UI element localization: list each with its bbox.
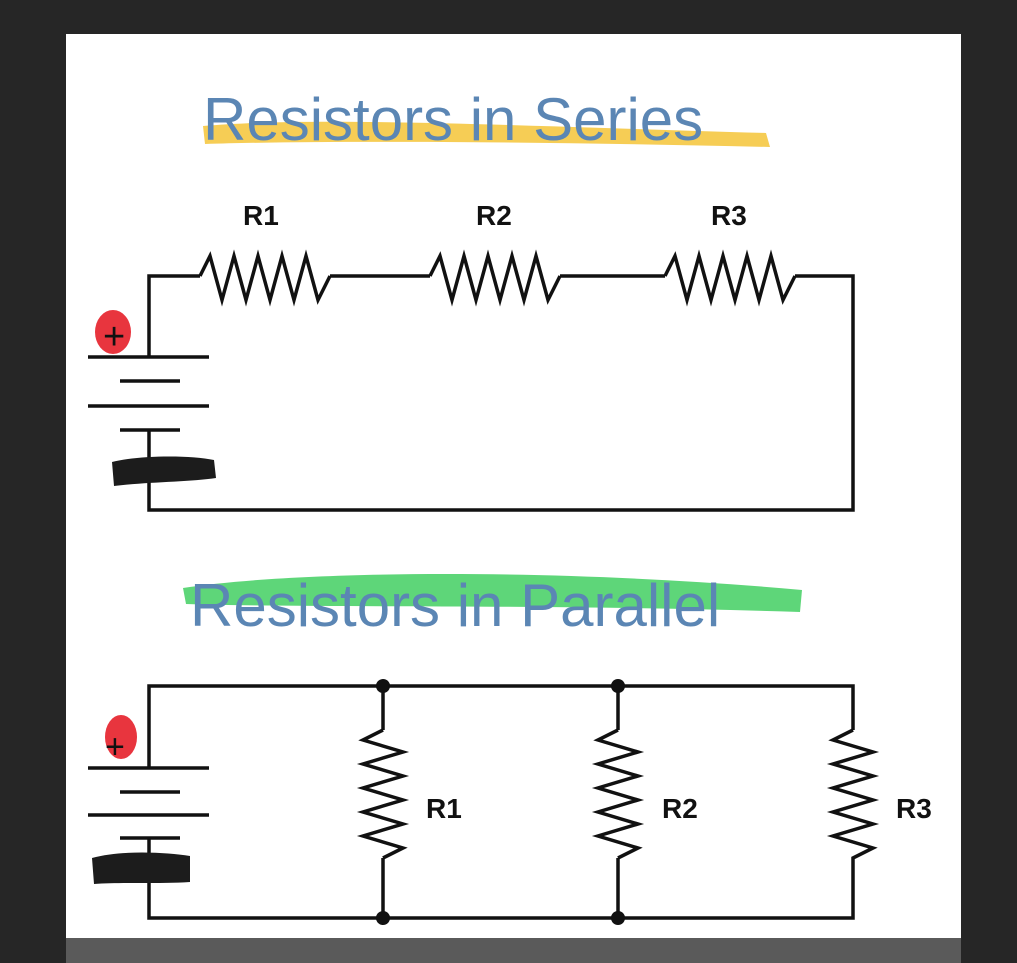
parallel-resistor-r2 — [591, 728, 645, 860]
series-right-bottom-wire — [147, 274, 855, 512]
parallel-section: Resistors in Parallel R1 — [88, 572, 932, 925]
series-battery — [88, 355, 209, 432]
junction-dot-top-r2 — [611, 679, 625, 693]
parallel-plus-sign: + — [105, 728, 125, 766]
parallel-resistor-r1 — [356, 728, 410, 860]
series-minus-marker — [112, 456, 216, 486]
series-label-r1: R1 — [243, 200, 279, 231]
bottom-bar — [66, 938, 961, 963]
series-plus-marker — [95, 310, 131, 354]
parallel-title: Resistors in Parallel — [190, 572, 720, 639]
series-resistor-r3 — [663, 249, 797, 307]
parallel-bottom-wire — [147, 838, 855, 920]
series-resistor-r1 — [198, 249, 332, 307]
parallel-label-r3: R3 — [896, 793, 932, 824]
parallel-label-r2: R2 — [662, 793, 698, 824]
parallel-resistor-r3 — [826, 728, 880, 870]
parallel-minus-marker — [92, 852, 190, 884]
series-plus-sign: + — [103, 316, 125, 358]
parallel-plus-marker — [105, 715, 137, 759]
diagram-sheet — [66, 34, 961, 938]
series-section: Resistors in Series R1 R2 R3 — [88, 86, 855, 512]
junction-dot-top-r1 — [376, 679, 390, 693]
junction-dot-bottom-r1 — [376, 911, 390, 925]
series-title-highlight — [203, 121, 770, 147]
parallel-outer-wire — [147, 684, 855, 768]
series-label-r3: R3 — [711, 200, 747, 231]
parallel-title-highlight — [183, 574, 802, 612]
junction-dot-bottom-r2 — [611, 911, 625, 925]
series-resistor-r2 — [428, 249, 562, 307]
series-title: Resistors in Series — [203, 86, 703, 153]
series-top-wire — [147, 274, 200, 357]
parallel-battery — [88, 766, 209, 840]
parallel-label-r1: R1 — [426, 793, 462, 824]
series-label-r2: R2 — [476, 200, 512, 231]
